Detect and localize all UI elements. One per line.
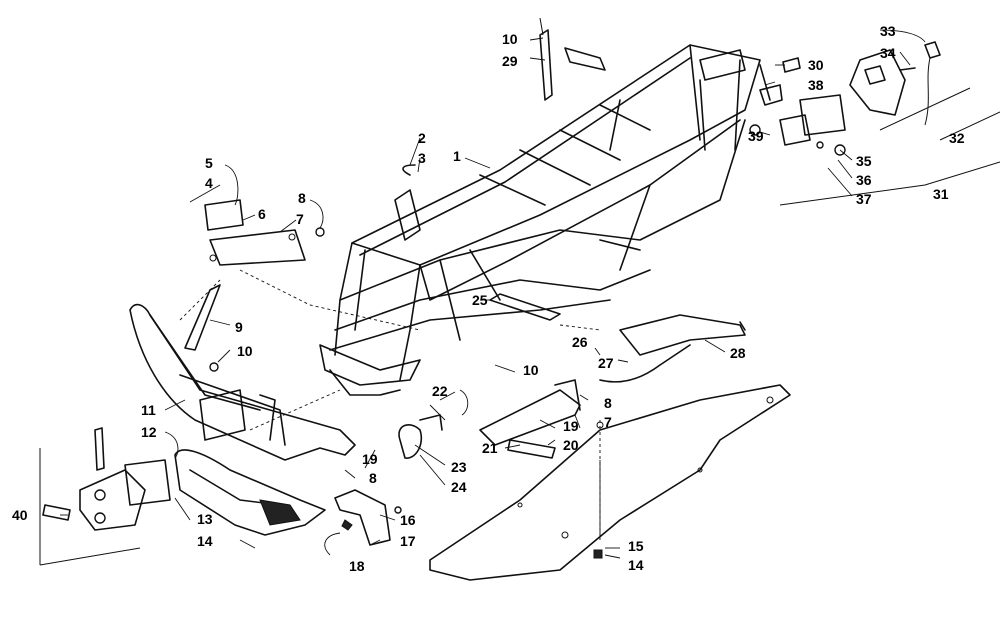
callout-24: 24	[451, 479, 467, 495]
callout-5: 5	[205, 155, 213, 171]
callout-27: 27	[598, 355, 614, 371]
callout-17: 17	[400, 533, 416, 549]
callout-10a: 10	[502, 31, 518, 47]
callout-32: 32	[949, 130, 965, 146]
callout-6: 6	[258, 206, 266, 222]
callout-34: 34	[880, 45, 896, 61]
callout-7a: 7	[296, 211, 304, 227]
callout-10b: 10	[237, 343, 253, 359]
callout-19b: 19	[563, 418, 579, 434]
part-6-7-bracket	[204, 199, 325, 266]
callout-4: 4	[205, 175, 213, 191]
callout-21: 21	[482, 440, 498, 456]
callout-9: 9	[235, 319, 243, 335]
leader-lines	[39, 29, 1000, 566]
callout-7b: 7	[604, 414, 612, 430]
part-29-bracket	[539, 17, 606, 101]
callout-36: 36	[856, 172, 872, 188]
callout-3: 3	[418, 150, 426, 166]
callout-8b: 8	[604, 395, 612, 411]
callout-12: 12	[141, 424, 157, 440]
part-20-21-footrest	[479, 379, 581, 459]
part-16-17-bracket	[334, 489, 402, 546]
callout-29: 29	[502, 53, 518, 69]
callout-16: 16	[400, 512, 416, 528]
callout-15: 15	[628, 538, 644, 554]
callout-19a: 19	[362, 451, 378, 467]
callout-37: 37	[856, 191, 872, 207]
callout-2: 2	[418, 130, 426, 146]
main-frame	[319, 44, 783, 396]
callout-22: 22	[432, 383, 448, 399]
front-skid-plate	[174, 449, 326, 536]
callout-38: 38	[808, 77, 824, 93]
callout-10c: 10	[523, 362, 539, 378]
callout-28: 28	[730, 345, 746, 361]
callout-14b: 14	[628, 557, 644, 573]
callout-39: 39	[748, 128, 764, 144]
hitch-assembly	[749, 41, 941, 156]
callout-33: 33	[880, 23, 896, 39]
callout-8a: 8	[298, 190, 306, 206]
callout-25: 25	[472, 292, 488, 308]
callout-14a: 14	[197, 533, 213, 549]
callout-13: 13	[197, 511, 213, 527]
callout-8c: 8	[369, 470, 377, 486]
callout-1: 1	[453, 148, 461, 164]
part-28-footrest	[599, 314, 746, 383]
callout-labels: 1 2 3 4 5 6 7 7 8 8 8 9 10 10 10 11 12 1…	[12, 23, 965, 574]
callout-30: 30	[808, 57, 824, 73]
part-23-24-horn	[398, 414, 443, 459]
callout-31: 31	[933, 186, 949, 202]
front-bumper	[129, 284, 356, 461]
callout-23: 23	[451, 459, 467, 475]
callout-35: 35	[856, 153, 872, 169]
callout-11: 11	[141, 402, 156, 418]
callout-26: 26	[572, 334, 588, 350]
part-40-assembly	[42, 427, 171, 531]
callout-18: 18	[349, 558, 365, 574]
callout-40: 40	[12, 507, 28, 523]
callout-20: 20	[563, 437, 579, 453]
